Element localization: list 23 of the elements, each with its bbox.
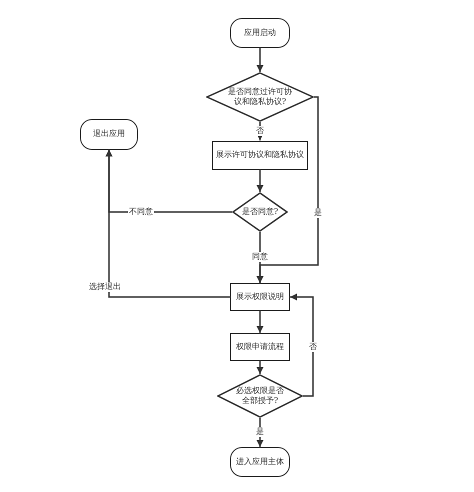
edge-label: 是 [255, 427, 265, 437]
process-box: 权限申请流程 [230, 333, 290, 361]
arrow [256, 170, 264, 192]
decision-diamond: 是否同意? [232, 192, 288, 232]
arrow [106, 150, 230, 298]
edge-label: 不同意 [128, 207, 154, 217]
edge-label: 否 [308, 342, 318, 352]
process-box: 展示权限说明 [230, 283, 290, 311]
decision-diamond: 是否同意过许可协议和隐私协议? [206, 72, 314, 122]
arrow [256, 48, 264, 72]
end-terminal: 退出应用 [80, 118, 138, 150]
edge-label: 同意 [251, 252, 269, 262]
arrow [256, 311, 264, 333]
arrow [290, 294, 314, 397]
edge-label: 是 [313, 208, 323, 218]
decision-diamond: 必选权限是否全部授予? [217, 374, 303, 418]
arrow [256, 232, 264, 283]
start-terminal: 应用启动 [230, 18, 290, 48]
edge-label: 选择退出 [88, 282, 122, 292]
arrow [256, 361, 264, 374]
end-terminal: 进入应用主体 [230, 447, 290, 477]
process-box: 展示许可协议和隐私协议 [212, 140, 308, 170]
edge-label: 否 [255, 126, 265, 136]
